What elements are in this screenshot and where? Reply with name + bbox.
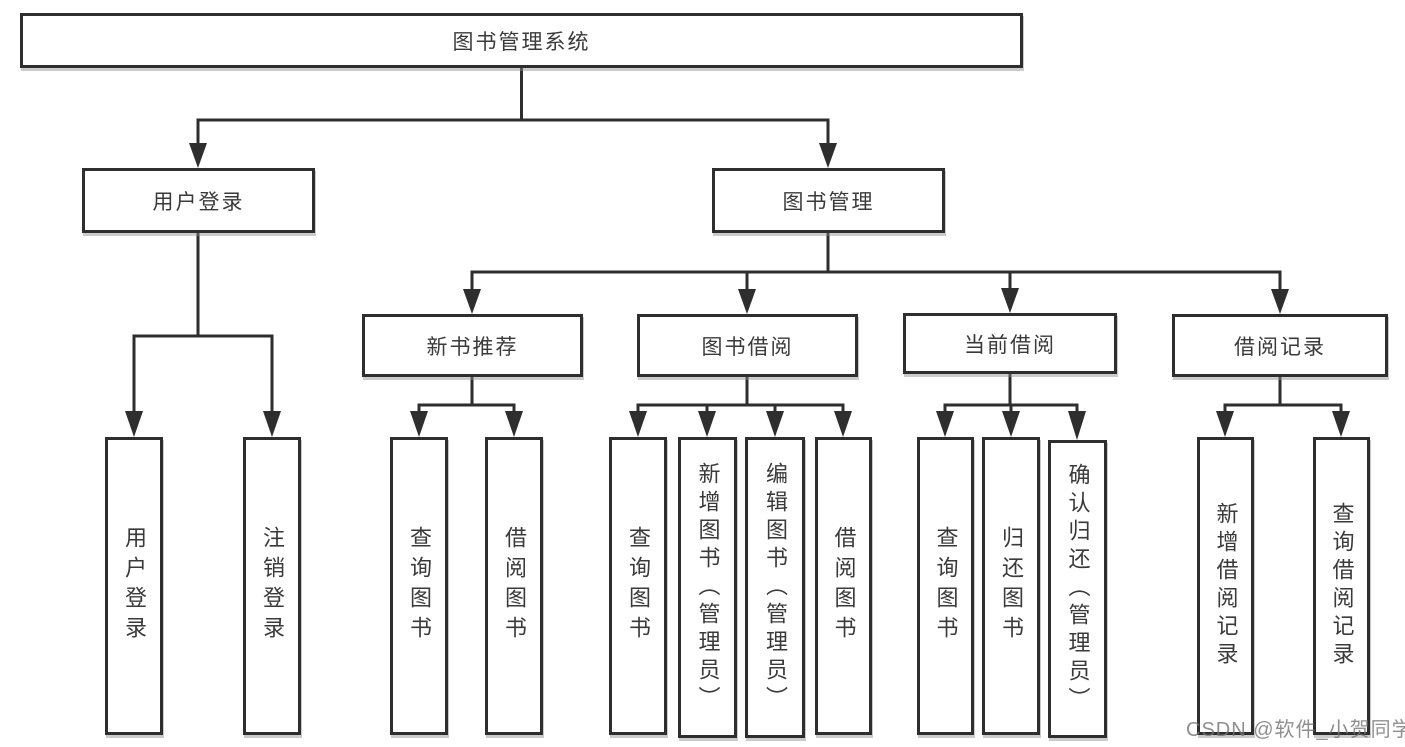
leaf-newbooks-borrow: 借阅图书 — [485, 437, 543, 735]
node-borrow-records: 借阅记录 — [1172, 314, 1388, 377]
leaf-current-return-label: 归还图书 — [999, 526, 1024, 646]
leaf-newbooks-borrow-label: 借阅图书 — [502, 526, 527, 646]
node-user-login-label: 用户登录 — [152, 190, 245, 214]
leaf-records-add-label: 新增借阅记录 — [1213, 502, 1239, 670]
watermark: CSDN @软件_小贺同学 — [1186, 719, 1405, 741]
leaf-borrow-query-label: 查询图书 — [626, 526, 651, 646]
leaf-borrow-add: 新增图书（管理员） — [678, 437, 737, 738]
leaf-borrow-query: 查询图书 — [609, 437, 667, 735]
node-root-label: 图书管理系统 — [452, 30, 591, 54]
connector-user-login-children — [125, 231, 281, 437]
leaf-logout-label: 注销登录 — [260, 526, 285, 646]
connector-root-to-level2 — [189, 66, 837, 168]
node-borrow-records-label: 借阅记录 — [1234, 335, 1326, 359]
connector-borrow-records-children — [1216, 375, 1350, 437]
leaf-records-add: 新增借阅记录 — [1197, 437, 1254, 735]
connector-book-borrow-children — [629, 375, 852, 437]
leaf-newbooks-query-label: 查询图书 — [407, 526, 432, 646]
node-user-login: 用户登录 — [82, 168, 315, 233]
node-new-books: 新书推荐 — [362, 314, 583, 377]
leaf-borrow-edit-label: 编辑图书（管理员） — [763, 461, 788, 714]
leaf-borrow-add-label: 新增图书（管理员） — [695, 461, 721, 714]
leaf-borrow-borrow-label: 借阅图书 — [831, 526, 857, 646]
connector-book-mgmt-children — [463, 231, 1289, 314]
node-current-borrow: 当前借阅 — [903, 313, 1117, 374]
node-book-mgmt-label: 图书管理 — [782, 190, 875, 214]
node-new-books-label: 新书推荐 — [426, 335, 519, 359]
leaf-current-confirm-label: 确认归还（管理员） — [1065, 463, 1091, 715]
leaf-records-query: 查询借阅记录 — [1313, 437, 1370, 735]
leaf-user-login-label: 用户登录 — [122, 526, 147, 646]
leaf-current-query: 查询图书 — [917, 437, 974, 735]
leaf-current-confirm: 确认归还（管理员） — [1048, 440, 1107, 738]
connector-new-books-children — [410, 375, 523, 437]
node-book-mgmt: 图书管理 — [712, 168, 945, 233]
node-current-borrow-label: 当前借阅 — [964, 333, 1056, 357]
leaf-borrow-edit: 编辑图书（管理员） — [745, 437, 805, 738]
leaf-records-query-label: 查询借阅记录 — [1329, 502, 1355, 670]
connector-current-borrow-children — [936, 372, 1086, 440]
leaf-logout: 注销登录 — [243, 437, 301, 735]
node-book-borrow: 图书借阅 — [637, 314, 858, 377]
leaf-borrow-borrow: 借阅图书 — [815, 437, 872, 735]
node-book-borrow-label: 图书借阅 — [701, 335, 794, 359]
leaf-newbooks-query: 查询图书 — [390, 437, 448, 735]
node-root: 图书管理系统 — [20, 13, 1023, 68]
leaf-current-query-label: 查询图书 — [933, 526, 959, 646]
leaf-current-return: 归还图书 — [982, 437, 1040, 735]
leaf-user-login: 用户登录 — [105, 437, 163, 735]
